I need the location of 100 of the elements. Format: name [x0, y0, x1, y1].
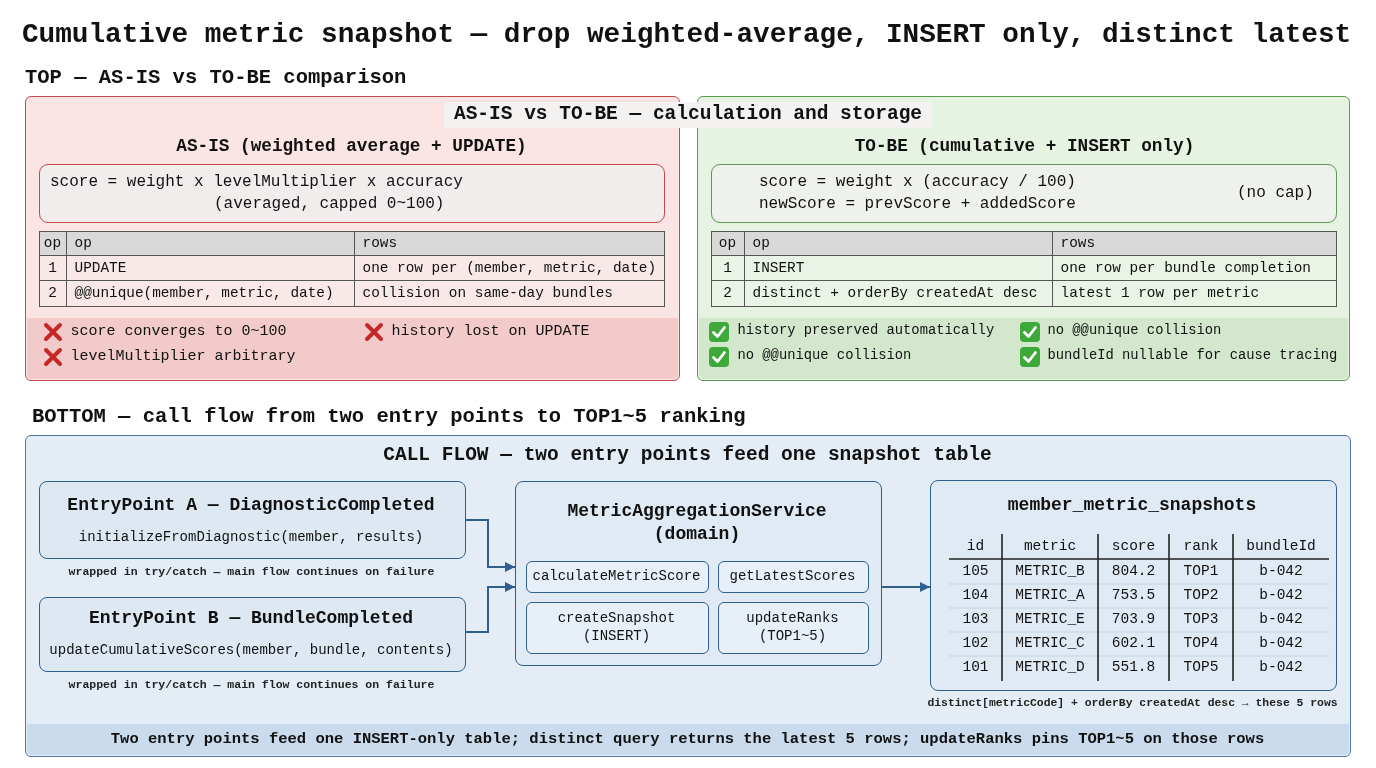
- panel-heading: AS-IS (weighted average + UPDATE): [176, 135, 527, 158]
- formula-text: (averaged, capped 0~100): [214, 195, 445, 215]
- column-header: rank: [1183, 538, 1219, 556]
- table-value: 101: [962, 659, 989, 677]
- table-cell: distinct + orderBy createdAt desc: [744, 280, 1053, 306]
- table-cell: 2: [39, 280, 67, 306]
- method-box: [718, 602, 869, 654]
- table-header: rows: [1052, 231, 1336, 256]
- table-cell: INSERT: [744, 255, 1053, 281]
- method-name: updateRanks (TOP1~5): [745, 608, 840, 645]
- table-value: 103: [962, 611, 989, 629]
- table-cell: 1: [711, 255, 745, 281]
- table-value: METRIC_E: [1015, 611, 1085, 629]
- summary-text: Two entry points feed one INSERT-only table; distinct query returns the latest 5 rows; updateRanks pins TOP1~5 on those rows: [110, 730, 1265, 749]
- table-value: METRIC_C: [1015, 635, 1085, 653]
- table-header: op: [39, 231, 67, 256]
- table-value: 753.5: [1111, 587, 1156, 605]
- table-cell: one row per (member, metric, date): [354, 255, 664, 281]
- section-heading: TOP — AS-IS vs TO-BE comparison: [25, 65, 407, 91]
- table-cell: @@unique(member, metric, date): [66, 280, 355, 306]
- method-name: getLatestScores: [729, 568, 856, 585]
- method-signature: updateCumulativeScores(member, bundle, contents): [49, 641, 453, 659]
- table-value: b-042: [1259, 659, 1303, 677]
- note-text: (no cap): [1237, 184, 1314, 204]
- result-text: levelMultiplier arbitrary: [70, 347, 296, 366]
- table-value: 102: [962, 635, 989, 653]
- column-header: id: [966, 538, 985, 556]
- table-cell-text: latest 1 row per metric: [1059, 283, 1261, 303]
- table-cell: one row per bundle completion: [1052, 255, 1336, 281]
- arrow: [465, 582, 516, 633]
- column-header: metric: [1023, 538, 1077, 556]
- note-text: wrapped in try/catch — main flow continues on failure: [68, 564, 435, 579]
- table-value: TOP2: [1183, 587, 1219, 605]
- formula-text: newScore = prevScore + addedScore: [759, 195, 1076, 215]
- table-cell: 1: [39, 255, 67, 281]
- formula-box: [38, 163, 665, 223]
- service-box: [514, 480, 882, 666]
- box-title: EntryPoint B — BundleCompleted: [88, 608, 414, 630]
- table-value: b-042: [1259, 635, 1303, 653]
- diagram-title: Cumulative metric snapshot — drop weighted-average, INSERT only, distinct latest: [22, 18, 1352, 52]
- result-text: no @@unique collision: [737, 348, 912, 365]
- formula-box: [710, 163, 1337, 223]
- method-box: [526, 561, 709, 593]
- table-value: 551.8: [1111, 659, 1156, 677]
- table-header: op: [711, 231, 745, 256]
- table-value: b-042: [1259, 611, 1303, 629]
- data-table: [38, 230, 665, 307]
- arrow: [881, 582, 931, 592]
- panel-heading: TO-BE (cumulative + INSERT only): [854, 135, 1195, 158]
- column-header: score: [1111, 538, 1156, 556]
- method-name: calculateMetricScore: [532, 568, 701, 585]
- table-box: [929, 479, 1337, 691]
- panel-heading: AS-IS vs TO-BE — calculation and storage: [443, 102, 933, 128]
- note-text: distinct[metricCode] + orderBy createdAt desc → these 5 rows: [927, 696, 1338, 711]
- summary-band: [26, 723, 1349, 755]
- formula-text: score = weight x (accuracy / 100): [759, 173, 1076, 193]
- table-value: TOP1: [1183, 563, 1219, 581]
- table-cell: 2: [711, 280, 745, 306]
- table-header: op: [66, 231, 355, 256]
- entry-point-box: [38, 480, 466, 559]
- result-text: history preserved automatically: [737, 323, 995, 340]
- data-table: [710, 230, 1337, 307]
- method-box: [526, 602, 709, 654]
- method-box: [718, 561, 869, 593]
- result-text: score converges to 0~100: [70, 322, 287, 341]
- flow-panel: [25, 435, 1351, 757]
- section-heading: BOTTOM — call flow from two entry points to TOP1~5 ranking: [32, 404, 746, 430]
- table-header: rows: [354, 231, 664, 256]
- table-cell-text: collision on same-day bundles: [361, 283, 614, 303]
- table-value: METRIC_B: [1015, 563, 1085, 581]
- table-value: TOP3: [1183, 611, 1219, 629]
- note-text: wrapped in try/catch — main flow continues on failure: [68, 677, 435, 692]
- table-cell: UPDATE: [66, 255, 355, 281]
- table-value: 804.2: [1111, 563, 1156, 581]
- table-value: TOP4: [1183, 635, 1219, 653]
- table-value: TOP5: [1183, 659, 1219, 677]
- table-value: 104: [962, 587, 989, 605]
- box-title: EntryPoint A — DiagnosticCompleted: [67, 495, 435, 517]
- table-header: op: [744, 231, 1053, 256]
- box-title: MetricAggregationService (domain): [566, 500, 828, 547]
- table-value: b-042: [1259, 587, 1303, 605]
- entry-point-box: [38, 596, 466, 672]
- result-text: bundleId nullable for cause tracing: [1047, 348, 1338, 365]
- table-value: 703.9: [1111, 611, 1156, 629]
- table-value: METRIC_A: [1015, 587, 1085, 605]
- result-text: no @@unique collision: [1047, 323, 1222, 340]
- panel-heading: CALL FLOW — two entry points feed one snapshot table: [383, 443, 992, 468]
- formula-text: score = weight x levelMultiplier x accuracy: [50, 173, 463, 193]
- result-text: history lost on UPDATE: [391, 322, 590, 341]
- result-band: [698, 317, 1348, 379]
- table-value: b-042: [1259, 563, 1303, 581]
- box-title: member_metric_snapshots: [1007, 495, 1257, 517]
- method-name: createSnapshot (INSERT): [556, 608, 677, 645]
- table-value: 105: [962, 563, 989, 581]
- result-band: [26, 317, 678, 379]
- column-header: bundleId: [1246, 538, 1316, 556]
- method-signature: initializeFromDiagnostic(member, results): [78, 528, 424, 546]
- arrow: [465, 519, 516, 572]
- table-value: 602.1: [1111, 635, 1156, 653]
- table-value: METRIC_D: [1015, 659, 1085, 677]
